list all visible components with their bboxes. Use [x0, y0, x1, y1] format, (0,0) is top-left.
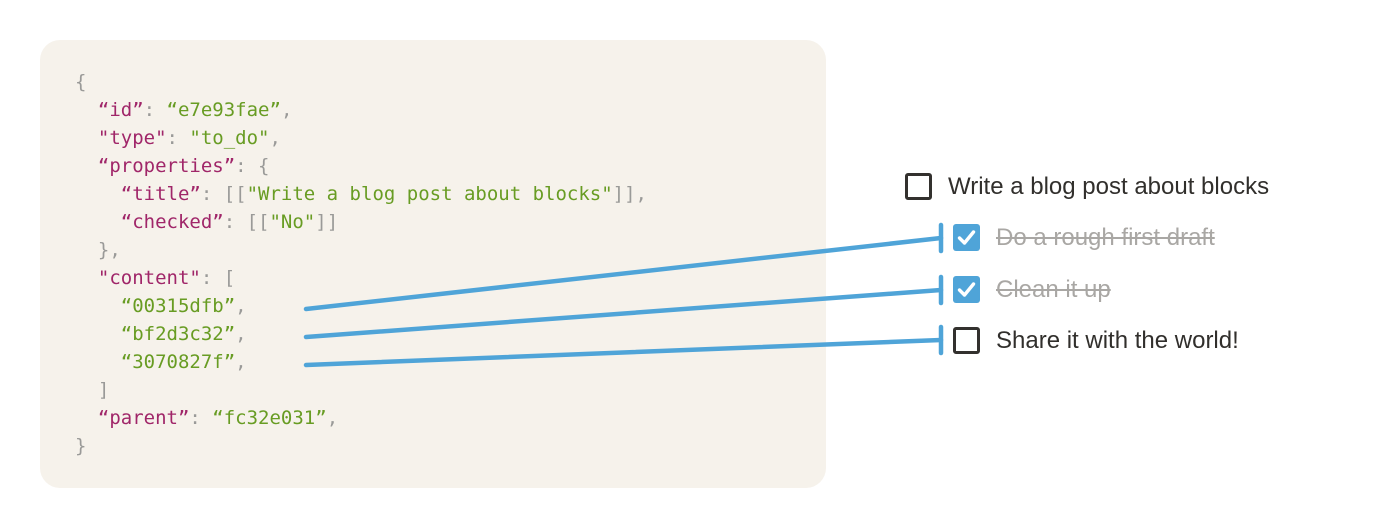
todo-label: Clean it up	[996, 275, 1111, 303]
code-line: "content": [	[75, 264, 826, 292]
code-key: “parent”	[97, 407, 190, 429]
code-punctuation: : [	[200, 267, 236, 289]
checkbox-unchecked-icon[interactable]	[905, 173, 932, 200]
code-punctuation	[75, 155, 98, 177]
code-punctuation: ,	[280, 99, 293, 121]
code-punctuation: : [[	[223, 211, 270, 233]
code-line: “3070827f”,	[75, 348, 826, 376]
code-key: “title”	[120, 183, 201, 205]
code-line: }	[75, 432, 826, 460]
code-punctuation: }	[75, 435, 87, 457]
code-line: {	[75, 68, 826, 96]
todo-item: Write a blog post about blocks	[905, 173, 1269, 200]
code-punctuation: ,	[235, 323, 247, 345]
code-line: “parent”: “fc32e031”,	[75, 404, 826, 432]
code-punctuation	[75, 351, 121, 373]
code-punctuation: ,	[235, 351, 247, 373]
todo-item: Share it with the world!	[953, 327, 1239, 354]
code-value: “3070827f”	[120, 351, 236, 373]
code-value: "No"	[269, 211, 316, 233]
todo-item: Do a rough first draft	[953, 224, 1215, 251]
checkmark-icon	[957, 230, 976, 245]
code-line: “bf2d3c32”,	[75, 320, 826, 348]
code-punctuation	[75, 127, 98, 149]
code-line: “checked”: [["No"]]	[75, 208, 826, 236]
todo-label: Write a blog post about blocks	[948, 172, 1270, 200]
code-value: "to_do"	[189, 127, 270, 149]
code-punctuation: {	[75, 71, 87, 93]
code-line: “title”: [["Write a blog post about bloc…	[75, 180, 826, 208]
code-punctuation: ,	[326, 407, 339, 429]
code-punctuation: ]]	[315, 211, 339, 233]
code-punctuation	[75, 323, 121, 345]
code-punctuation: :	[189, 407, 213, 429]
code-punctuation	[75, 99, 98, 121]
json-code: { “id”: “e7e93fae”, "type": "to_do", “pr…	[40, 40, 826, 460]
code-line: “properties”: {	[75, 152, 826, 180]
checkbox-unchecked-icon[interactable]	[953, 327, 980, 354]
code-punctuation: },	[75, 239, 121, 261]
code-key: “properties”	[97, 155, 236, 177]
checkmark-icon	[957, 282, 976, 297]
todo-label: Share it with the world!	[996, 326, 1239, 354]
code-line: “id”: “e7e93fae”,	[75, 96, 826, 124]
code-value: "Write a blog post about blocks"	[246, 183, 613, 205]
code-punctuation: ,	[235, 295, 247, 317]
code-value: “e7e93fae”	[166, 99, 281, 121]
code-punctuation	[75, 267, 98, 289]
code-key: "type"	[97, 127, 167, 149]
code-punctuation: :	[166, 127, 190, 149]
code-punctuation: : {	[235, 155, 270, 177]
code-punctuation	[75, 295, 121, 317]
code-punctuation	[75, 183, 121, 205]
code-punctuation: :	[143, 99, 167, 121]
code-key: "content"	[97, 267, 201, 289]
code-punctuation: ,	[269, 127, 281, 149]
code-line: },	[75, 236, 826, 264]
code-line: “00315dfb”,	[75, 292, 826, 320]
code-punctuation	[75, 407, 98, 429]
json-code-panel: { “id”: “e7e93fae”, "type": "to_do", “pr…	[40, 40, 826, 488]
code-punctuation: ]	[75, 379, 110, 401]
code-line: "type": "to_do",	[75, 124, 826, 152]
code-key: “checked”	[120, 211, 224, 233]
checkbox-checked-icon[interactable]	[953, 276, 980, 303]
checkbox-checked-icon[interactable]	[953, 224, 980, 251]
code-value: “bf2d3c32”	[120, 323, 236, 345]
todo-label: Do a rough first draft	[996, 223, 1215, 251]
code-key: “id”	[97, 99, 144, 121]
code-punctuation: : [[	[200, 183, 247, 205]
code-value: “00315dfb”	[120, 295, 236, 317]
todo-item: Clean it up	[953, 276, 1111, 303]
code-punctuation	[75, 211, 121, 233]
code-value: “fc32e031”	[212, 407, 327, 429]
code-line: ]	[75, 376, 826, 404]
code-punctuation: ]],	[612, 183, 647, 205]
